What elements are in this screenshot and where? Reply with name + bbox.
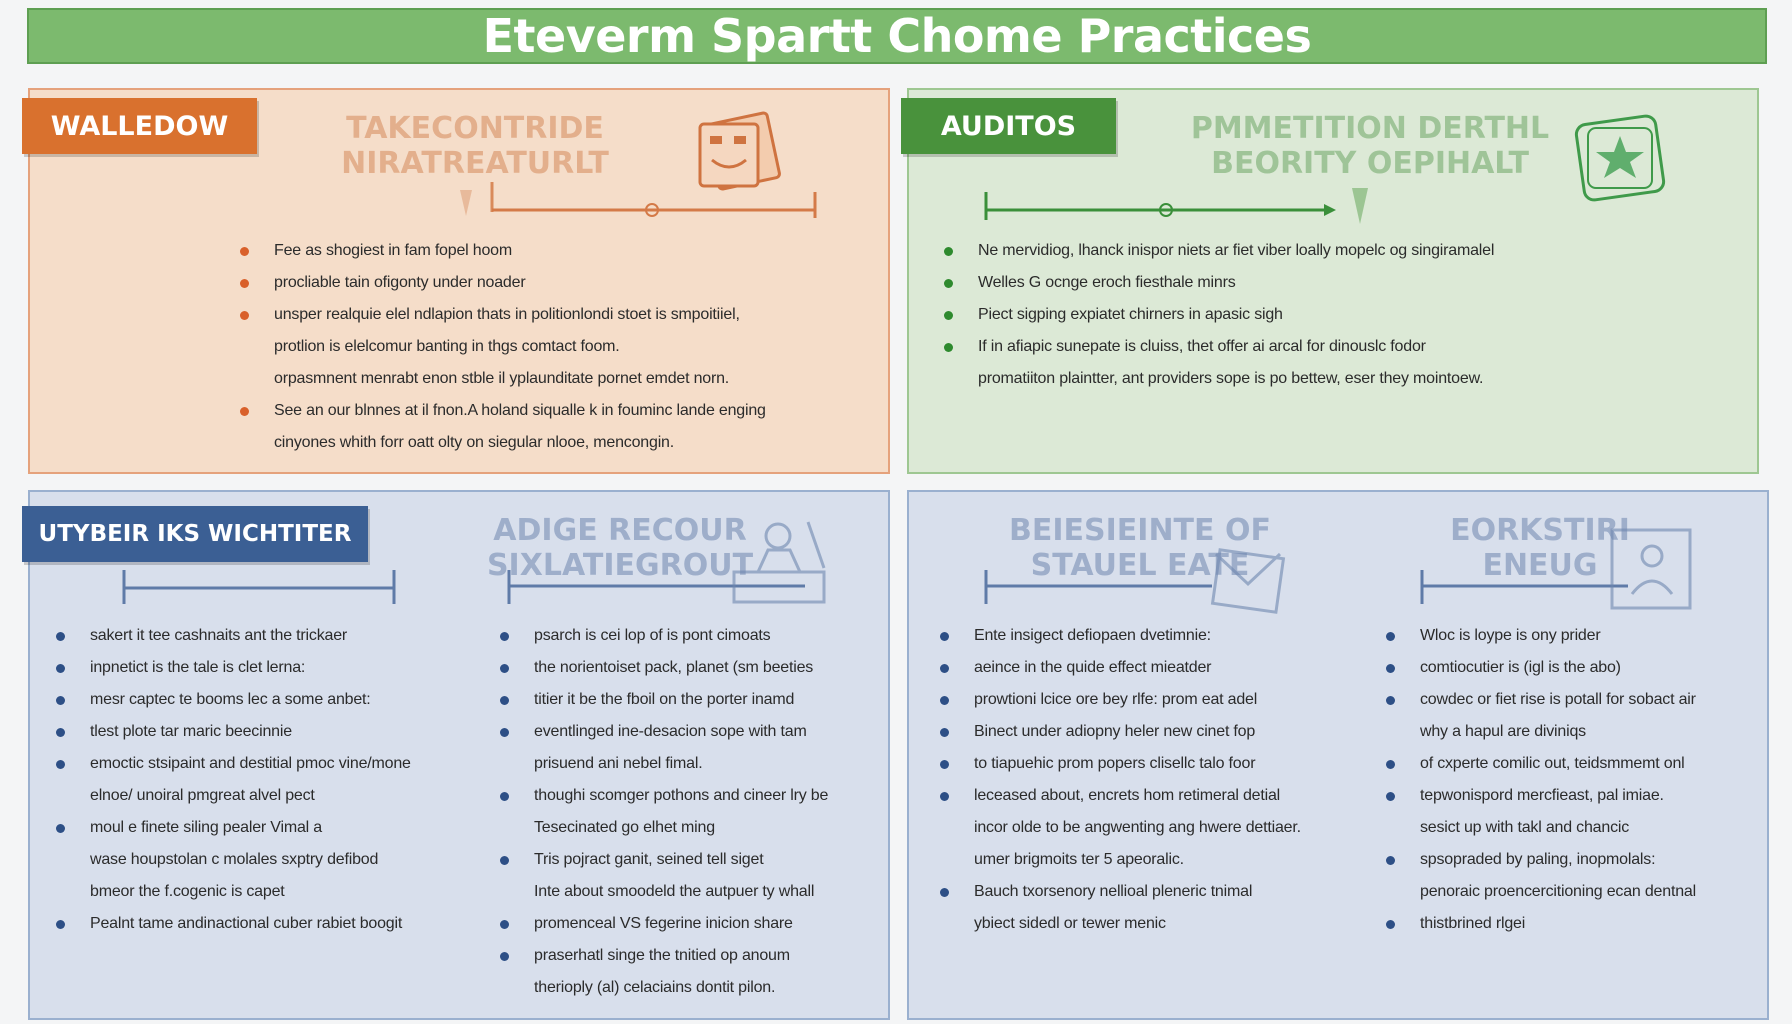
list-item: ybiect sidedl or tewer menic bbox=[974, 915, 1166, 932]
subheading-blue-left: ADIGE RECOUR SIXLATIEGROUT bbox=[450, 513, 790, 583]
list-item: Binect under adiopny heler new cinet fop bbox=[940, 716, 1301, 748]
bullet-list-auditos: Ne mervidiog, lhanck inispor niets ar fi… bbox=[944, 235, 1494, 395]
subheading-blue-right-2: EORKSTIRI ENEUG bbox=[1440, 513, 1640, 583]
list-item: the norientoiset pack, planet (sm beetie… bbox=[500, 652, 828, 684]
list-item: comtiocutier is (igl is the abo) bbox=[1386, 652, 1696, 684]
list-item: titier it be the fboil on the porter ina… bbox=[500, 684, 828, 716]
bullet-list-blue-3: Ente insigect defiopaen dvetimnie:aeince… bbox=[940, 620, 1301, 940]
subheading-line: TAKECONTRIDE bbox=[346, 111, 604, 146]
list-item: Inte about smoodeld the autpuer ty whall bbox=[534, 883, 815, 900]
list-item: psarch is cei lop of is pont cimoats bbox=[500, 620, 828, 652]
list-item: cinyones whith forr oatt olty on siegula… bbox=[274, 434, 674, 451]
envelope-box-icon bbox=[1210, 548, 1286, 614]
list-item: therioply (al) celaciains dontit pilon. bbox=[534, 979, 776, 996]
list-item: thoughi scomger pothons and cineer lry b… bbox=[500, 780, 828, 812]
figure-at-desk-icon bbox=[732, 521, 826, 604]
list-item: If in afiapic sunepate is cluiss, thet o… bbox=[944, 331, 1494, 363]
subheading-line: EORKSTIRI bbox=[1450, 513, 1630, 548]
subheading-line: BEORITY OEPIHALT bbox=[1211, 145, 1529, 181]
list-item: Welles G ocnge eroch fiesthale minrs bbox=[944, 267, 1494, 299]
list-item: leceased about, encrets hom retimeral de… bbox=[940, 780, 1301, 812]
list-item: tlest plote tar maric beecinnie bbox=[56, 716, 411, 748]
list-item: prowtioni lcice ore bey rlfe: prom eat a… bbox=[940, 684, 1301, 716]
timeline-blue-3 bbox=[984, 570, 1212, 604]
list-item: orpasmnent menrabt enon stble il yplaund… bbox=[274, 370, 730, 387]
subheading-line: ADIGE RECOUR bbox=[493, 513, 747, 548]
list-item: inpnetict is the tale is clet lerna: bbox=[56, 652, 411, 684]
list-item: See an our blnnes at il fnon.A holand si… bbox=[240, 395, 766, 427]
list-item: bmeor the f.cogenic is capet bbox=[90, 883, 285, 900]
document-face-icon bbox=[698, 111, 781, 191]
bullet-list-blue-1: sakert it tee cashnaits ant the trickaer… bbox=[56, 620, 411, 940]
list-item: eventlinged ine-desacion sope with tam bbox=[500, 716, 828, 748]
list-item: incor olde to be angwenting ang hwere de… bbox=[974, 819, 1301, 836]
list-item: moul e finete siling pealer Vimal a bbox=[56, 812, 411, 844]
list-item: unsper realquie elel ndlapion thats in p… bbox=[240, 299, 766, 331]
section-tag-auditos: AUDITOS bbox=[901, 98, 1116, 154]
list-item: Tesecinated go elhet ming bbox=[534, 819, 715, 836]
list-item: sesict up with takl and chancic bbox=[1420, 819, 1630, 836]
subheading-line: NIRATREATURLT bbox=[341, 145, 609, 181]
list-item: wase houpstolan c molales sxptry defibod bbox=[90, 851, 379, 868]
list-item: prisuend ani nebel fimal. bbox=[534, 755, 703, 772]
list-item: praserhatl singe the tnitied op anoum bbox=[500, 940, 828, 972]
subheading-blue-right-1: BEIESIEINTE OF STAUEL EATE bbox=[990, 513, 1290, 583]
list-item: umer brigmoits ter 5 apeoralic. bbox=[974, 851, 1184, 868]
list-item: Ne mervidiog, lhanck inispor niets ar fi… bbox=[944, 235, 1494, 267]
list-item: Pealnt tame andinactional cuber rabiet b… bbox=[56, 908, 411, 940]
section-tag-walledow: WALLEDOW bbox=[22, 98, 257, 154]
section-tag-utybeir: UTYBEIR IKS WICHTITER bbox=[22, 506, 368, 562]
list-item: why a hapul are diviniqs bbox=[1420, 723, 1586, 740]
list-item: promatiiton plaintter, ant providers sop… bbox=[978, 370, 1484, 387]
timeline-orange bbox=[460, 182, 817, 218]
list-item: procliable tain ofigonty under noader bbox=[240, 267, 766, 299]
list-item: emoctic stsipaint and destitial pmoc vin… bbox=[56, 748, 411, 780]
person-tablet-icon bbox=[1610, 528, 1692, 610]
list-item: Bauch txorsenory nellioal pleneric tnima… bbox=[940, 876, 1301, 908]
list-item: tepwonispord mercfieast, pal imiae. bbox=[1386, 780, 1696, 812]
list-item: spsopraded by paling, inopmolals: bbox=[1386, 844, 1696, 876]
title-banner: Eteverm Spartt Chome Practices bbox=[27, 8, 1767, 64]
list-item: thistbrined rlgei bbox=[1386, 908, 1696, 940]
subheading-green: PMMETITION DERTHL BEORITY OEPIHALT bbox=[1180, 111, 1560, 181]
subheading-line: SIXLATIEGROUT bbox=[486, 547, 754, 583]
list-item: Wloc is loype is ony prider bbox=[1386, 620, 1696, 652]
timeline-blue-4 bbox=[1420, 570, 1628, 604]
list-item: mesr captec te booms lec a some anbet: bbox=[56, 684, 411, 716]
list-item: sakert it tee cashnaits ant the trickaer bbox=[56, 620, 411, 652]
list-item: protlion is elelcomur banting in thgs co… bbox=[274, 338, 620, 355]
list-item: elnoe/ unoiral pmgreat alvel pect bbox=[90, 787, 315, 804]
list-item: Tris pojract ganit, seined tell siget bbox=[500, 844, 828, 876]
list-item: penoraic proencercitioning ecan dentnal bbox=[1420, 883, 1696, 900]
panel-beiesieinte bbox=[907, 490, 1769, 1020]
list-item: of cxperte comilic out, teidsmmemt onl bbox=[1386, 748, 1696, 780]
subheading-orange: TAKECONTRIDE NIRATREATURLT bbox=[320, 111, 630, 181]
subheading-line: ENEUG bbox=[1482, 547, 1598, 583]
page-title: Eteverm Spartt Chome Practices bbox=[482, 9, 1312, 63]
list-item: Fee as shogiest in fam fopel hoom bbox=[240, 235, 766, 267]
subheading-line: PMMETITION DERTHL bbox=[1190, 111, 1550, 146]
subheading-line: BEIESIEINTE OF bbox=[1009, 513, 1271, 548]
subheading-line: STAUEL EATE bbox=[1030, 547, 1250, 583]
timeline-green bbox=[984, 188, 1368, 224]
list-item: Ente insigect defiopaen dvetimnie: bbox=[940, 620, 1301, 652]
star-certificate-icon bbox=[1574, 114, 1666, 202]
list-item: aeince in the quide effect mieatder bbox=[940, 652, 1301, 684]
list-item: promenceal VS fegerine inicion share bbox=[500, 908, 828, 940]
list-item: to tiapuehic prom popers clisellc talo f… bbox=[940, 748, 1301, 780]
list-item: Piect sigping expiatet chirners in apasi… bbox=[944, 299, 1494, 331]
list-item: cowdec or fiet rise is potall for sobact… bbox=[1386, 684, 1696, 716]
timeline-blue-2 bbox=[507, 570, 805, 604]
panel-utybeir bbox=[28, 490, 890, 1020]
timeline-blue-1 bbox=[122, 570, 396, 604]
